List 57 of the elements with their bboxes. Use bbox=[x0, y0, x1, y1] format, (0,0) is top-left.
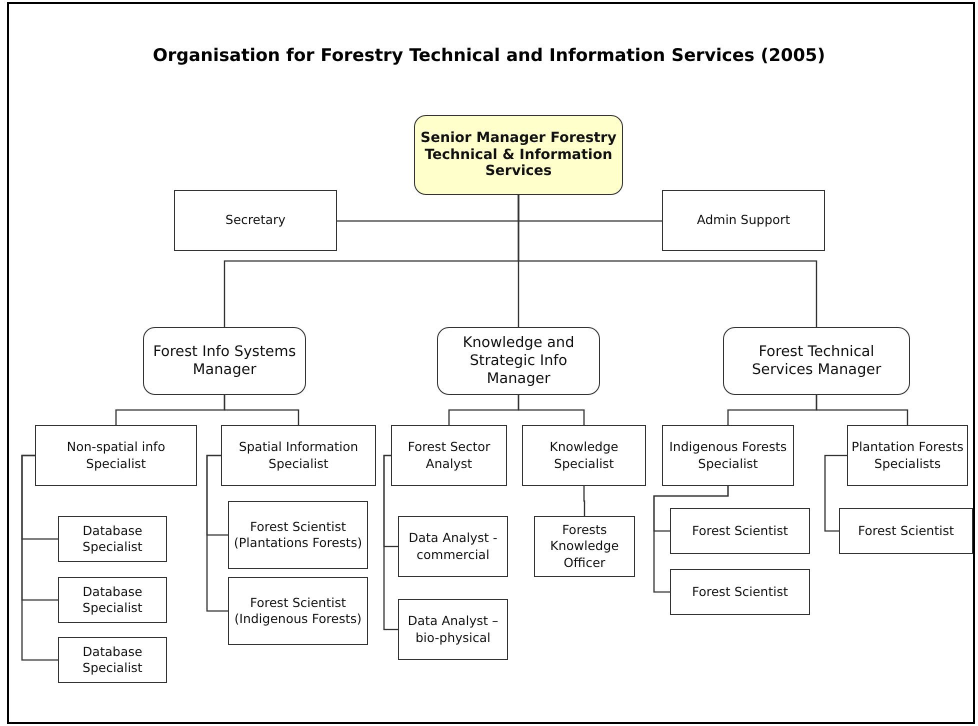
manager-box bbox=[414, 115, 623, 195]
connector-line bbox=[21, 454, 58, 661]
position-box bbox=[391, 425, 507, 486]
position-box bbox=[228, 577, 368, 645]
position-title: Knowledge and Strategic Info Manager bbox=[462, 334, 576, 388]
position-box bbox=[839, 508, 973, 554]
position-title: Knowledge Specialist bbox=[548, 439, 620, 472]
position-box bbox=[174, 190, 337, 251]
position-box bbox=[58, 516, 167, 562]
position-box bbox=[670, 508, 810, 554]
position-box bbox=[221, 425, 376, 486]
position-title: Forests Knowledge Officer bbox=[549, 522, 620, 571]
position-box bbox=[35, 425, 197, 486]
position-title: Database Specialist bbox=[82, 584, 144, 616]
connector-line bbox=[518, 195, 818, 327]
position-box bbox=[398, 516, 508, 577]
connector-line bbox=[816, 395, 908, 425]
position-title: Forest Scientist bbox=[692, 584, 788, 600]
position-title: Secretary bbox=[225, 212, 286, 229]
position-title: Plantation Forests Specialists bbox=[851, 439, 964, 472]
position-title: Forest Scientist (Plantations Forests) bbox=[232, 518, 364, 552]
position-title: Forest Scientist bbox=[692, 522, 788, 540]
position-box bbox=[58, 577, 167, 623]
position-box bbox=[662, 190, 825, 251]
position-box bbox=[662, 425, 794, 486]
position-box bbox=[847, 425, 968, 486]
position-title: Forest Sector Analyst bbox=[406, 439, 492, 472]
connector-line bbox=[518, 395, 585, 425]
position-box bbox=[228, 501, 368, 569]
connector-line bbox=[583, 486, 586, 516]
position-title: Senior Manager Forestry Technical & Information Services bbox=[420, 130, 618, 180]
connector-line bbox=[653, 486, 729, 593]
connector-line bbox=[824, 454, 847, 532]
position-box bbox=[534, 516, 635, 577]
position-title: Forest Technical Services Manager bbox=[750, 342, 882, 380]
connector-line bbox=[383, 454, 398, 630]
diagram-title: Organisation for Forestry Technical and Information Services (2005) bbox=[152, 46, 826, 66]
connector-line bbox=[206, 454, 228, 612]
position-title: Non-spatial info Specialist bbox=[66, 439, 166, 472]
position-title: Forest Info Systems Manager bbox=[152, 342, 297, 380]
position-box bbox=[437, 327, 600, 395]
position-title: Spatial Information Specialist bbox=[238, 439, 360, 472]
position-box bbox=[143, 327, 306, 395]
position-title: Data Analyst – bio-physical bbox=[406, 613, 500, 646]
position-title: Data Analyst - commercial bbox=[408, 530, 498, 563]
position-title: Forest Scientist bbox=[858, 522, 954, 540]
position-box bbox=[670, 569, 810, 615]
position-box bbox=[58, 637, 167, 683]
position-box bbox=[723, 327, 910, 395]
position-title: Indigenous Forests Specialist bbox=[668, 439, 788, 472]
position-title: Forest Scientist (Indigenous Forests) bbox=[233, 594, 363, 628]
position-title: Database Specialist bbox=[82, 644, 144, 676]
position-box bbox=[522, 425, 646, 486]
connector-line bbox=[224, 395, 300, 425]
position-title: Database Specialist bbox=[82, 522, 144, 556]
position-box bbox=[398, 599, 508, 660]
position-title: Admin Support bbox=[696, 212, 790, 229]
